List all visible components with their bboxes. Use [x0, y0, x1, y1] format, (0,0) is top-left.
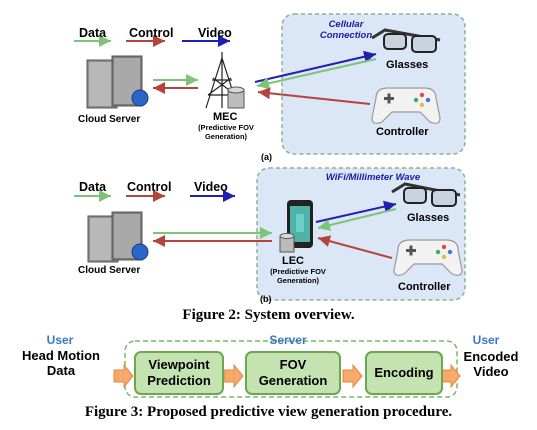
flow-arrow-1	[113, 363, 134, 389]
glasses-to-lec-data-arrow-b	[317, 208, 397, 231]
input-head-motion: Head Motion Data	[22, 348, 100, 378]
mec-to-glasses-video-arrow-a	[254, 50, 377, 83]
cloud-server-icon-a	[86, 55, 149, 109]
lec-to-glasses-video-arrow-b	[315, 200, 397, 223]
controller-to-lec-control-arrow-b	[317, 235, 393, 259]
database-icon-a	[227, 86, 245, 109]
step-viewpoint-prediction: Viewpoint Prediction	[134, 351, 224, 395]
legend-control-label-b: Control	[127, 180, 172, 194]
legend-data-label-b: Data	[79, 180, 107, 194]
figure2-caption: Figure 2: System overview.	[182, 307, 355, 323]
controller-label-b: Controller	[398, 281, 451, 293]
legend-video-label-a: Video	[198, 26, 232, 40]
mec-subtitle: (Predictive FOV Generation)	[198, 123, 254, 141]
legend-data-label-a: Data	[79, 26, 107, 40]
lec-subtitle: (Predictive FOV Generation)	[270, 267, 326, 285]
glasses-to-mec-data-arrow-a	[256, 58, 377, 90]
cloud-server-label-a: Cloud Server	[78, 114, 141, 125]
glasses-label-a: Glasses	[386, 59, 429, 71]
server-label: Server	[269, 333, 307, 347]
figure3-caption: Figure 3: Proposed predictive view gener…	[84, 404, 453, 420]
panel-tag-b: (b)	[260, 294, 272, 304]
controller-label-a: Controller	[376, 126, 429, 138]
network-label-a: Cellular Connection	[319, 19, 373, 41]
flow-arrow-2	[223, 363, 244, 389]
step-viewpoint-prediction-label: Viewpoint Prediction	[147, 357, 211, 388]
step-fov-generation: FOV Generation	[245, 351, 341, 395]
glasses-icon-b	[391, 182, 461, 207]
glasses-icon-a	[371, 28, 441, 53]
mec-title: MEC	[213, 111, 238, 123]
legend-video-label-b: Video	[194, 180, 228, 194]
step-fov-generation-label: FOV Generation	[258, 357, 328, 388]
cloud-server-label-b: Cloud Server	[78, 265, 141, 276]
controller-to-mec-control-arrow-a	[257, 87, 371, 105]
glasses-label-b: Glasses	[407, 212, 450, 224]
legend-control-label-a: Control	[129, 26, 174, 40]
flow-arrow-3	[342, 363, 363, 389]
step-encoding: Encoding	[365, 351, 443, 395]
output-encoded-video: Encoded Video	[463, 349, 519, 379]
panel-tag-a: (a)	[261, 152, 272, 162]
lec-title: LEC	[282, 255, 304, 267]
controller-icon-a	[371, 87, 441, 124]
network-label-b: WiFi/Millimeter Wave	[325, 172, 421, 183]
user-label-left: User	[46, 333, 74, 347]
controller-icon-b	[393, 239, 463, 276]
user-label-right: User	[472, 333, 500, 347]
step-encoding-label: Encoding	[374, 365, 434, 380]
database-icon-b	[279, 232, 295, 253]
cloud-server-icon-b	[87, 211, 149, 263]
